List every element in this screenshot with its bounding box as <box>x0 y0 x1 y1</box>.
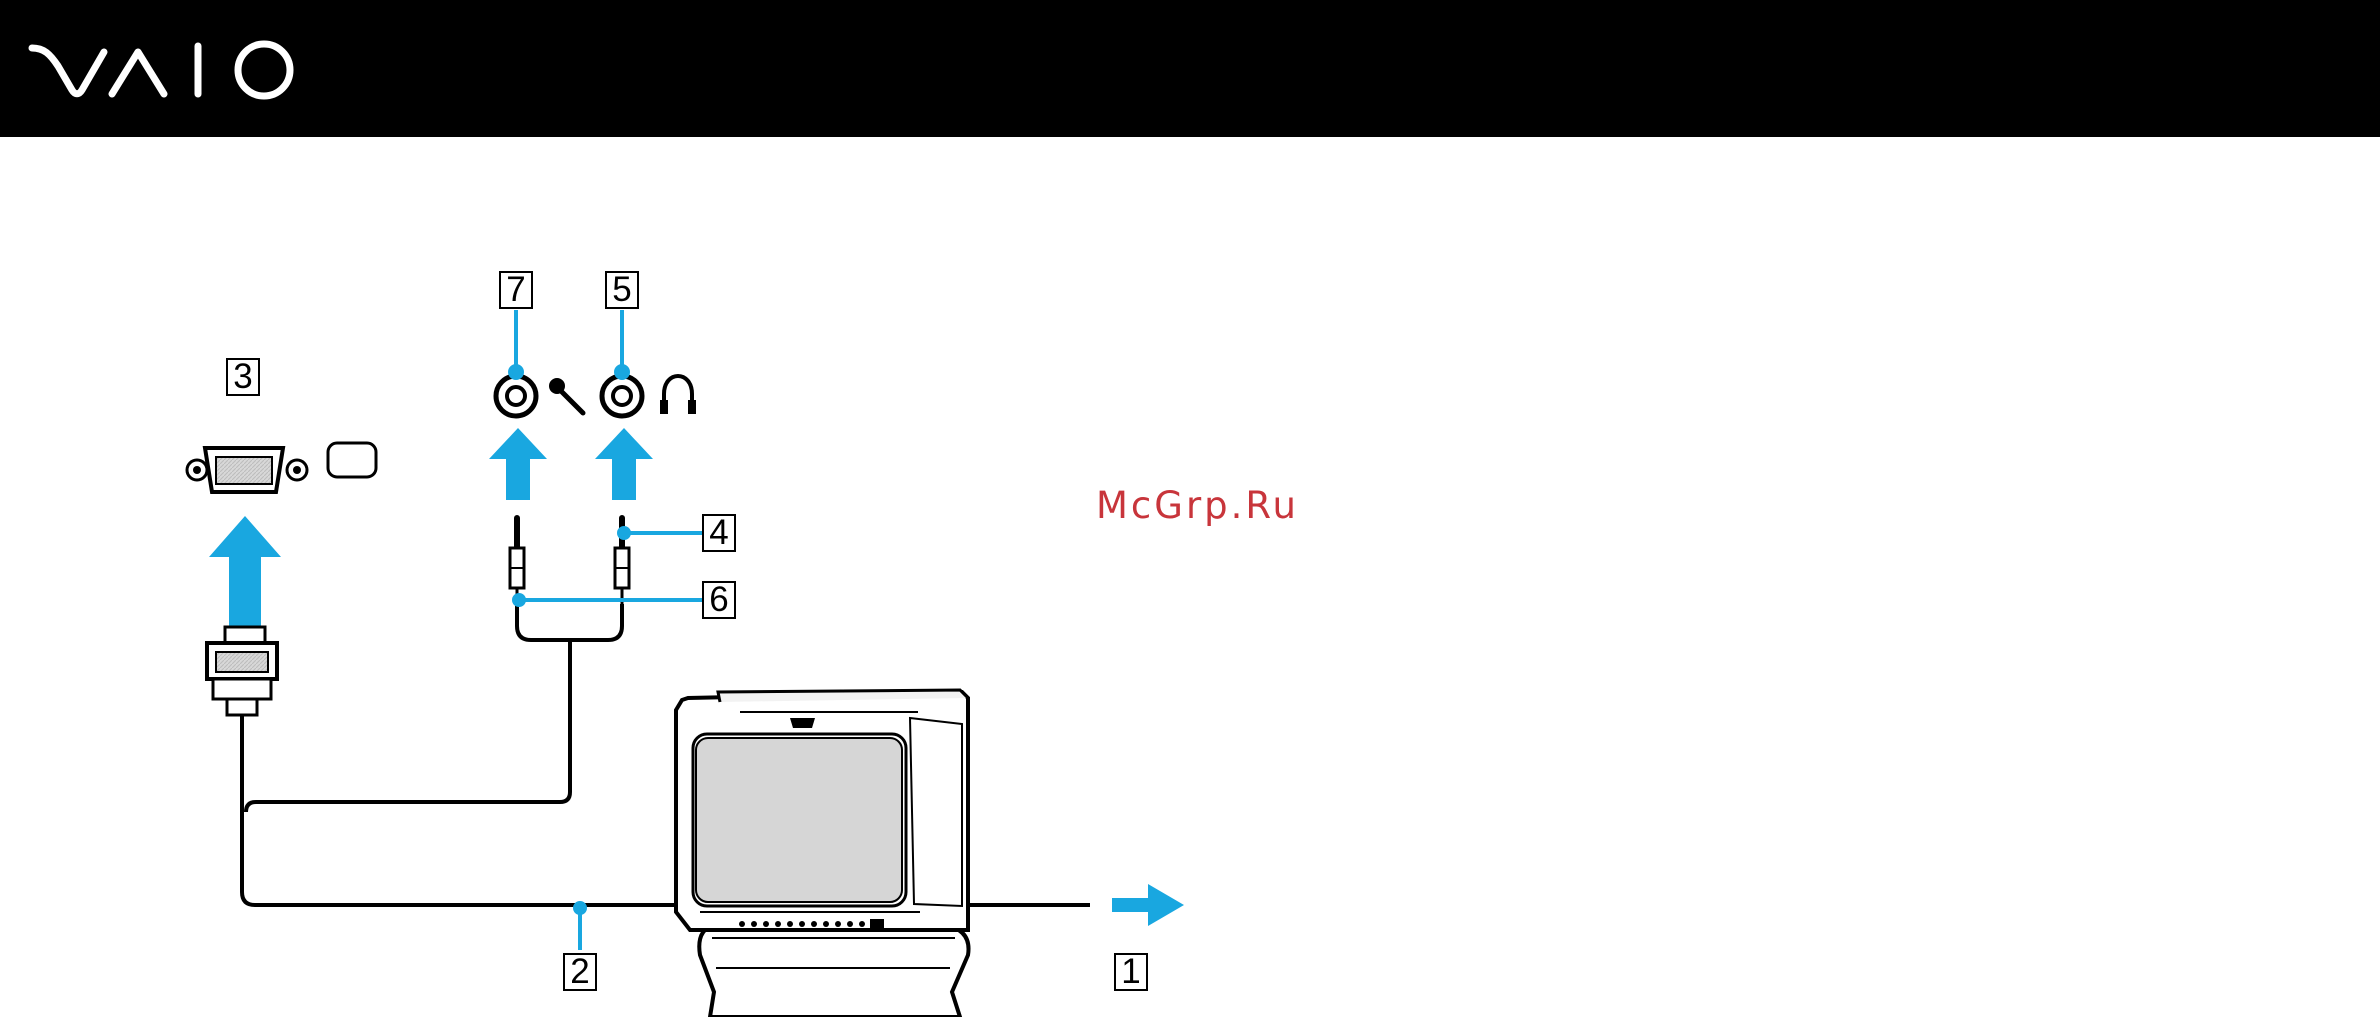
arrow-up-icon <box>595 428 653 500</box>
vga-port-icon <box>187 448 307 492</box>
headphones-icon <box>660 376 696 414</box>
callout-1: 1 <box>1114 953 1148 991</box>
callout-7: 7 <box>499 271 533 309</box>
monitor-icon <box>328 443 376 477</box>
tv-set-icon <box>676 690 969 1017</box>
arrow-right-icon <box>1112 884 1184 926</box>
header-bar <box>0 0 2380 137</box>
callout-2: 2 <box>563 953 597 991</box>
callout-6: 6 <box>702 581 736 619</box>
diagram-svg <box>0 137 2380 1017</box>
arrow-up-icon <box>489 428 547 500</box>
callout-4: 4 <box>702 514 736 552</box>
microphone-jack-icon <box>496 376 536 416</box>
audio-plug-icon <box>510 518 524 604</box>
connection-diagram <box>0 137 2380 1017</box>
callout-5: 5 <box>605 271 639 309</box>
microphone-icon <box>549 378 583 413</box>
arrow-up-icon <box>209 516 281 627</box>
watermark-text: McGrp.Ru <box>1096 484 1299 527</box>
callout-3: 3 <box>226 358 260 396</box>
vaio-logo-icon <box>28 36 304 104</box>
vga-plug-icon <box>207 627 277 724</box>
headphone-jack-icon <box>602 376 642 416</box>
